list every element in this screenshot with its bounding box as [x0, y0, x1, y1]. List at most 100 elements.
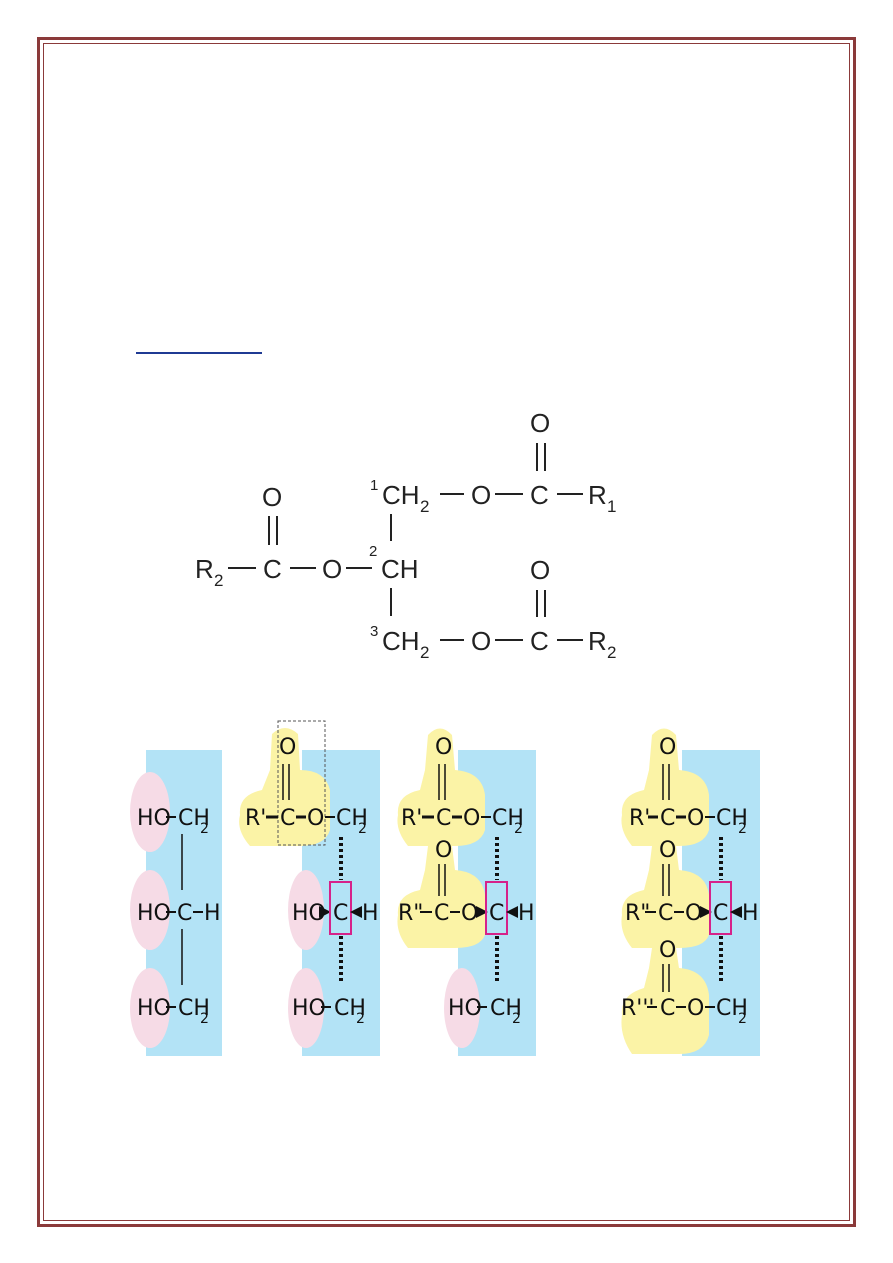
r-group-label: R" — [625, 901, 650, 926]
ester-oxygen-label: O — [463, 806, 480, 831]
carbon-2-number: 2 — [369, 543, 377, 560]
carbonyl-oxygen-left: O — [262, 482, 282, 512]
fatty-acid-blob — [239, 728, 330, 846]
page-border-inner — [43, 43, 850, 1221]
fatty-acid-blob — [621, 846, 709, 948]
methylene-subscript: 2 — [738, 821, 747, 837]
hydroxyl-blob — [444, 968, 480, 1048]
ester-oxygen-bottom: O — [471, 626, 491, 656]
r-group-label: R' — [629, 806, 650, 831]
hydroxyl-blob — [130, 968, 170, 1048]
methylene-subscript: 2 — [514, 821, 523, 837]
methylene-subscript: 2 — [356, 1011, 365, 1027]
carbon-3-number: 3 — [370, 623, 378, 640]
carbonyl-carbon-bottom: C — [530, 626, 549, 656]
carbonyl-oxygen-label: O — [279, 735, 296, 760]
r-group-label: R' — [245, 806, 266, 831]
methylene-label: CH — [492, 806, 524, 831]
chiral-carbon-label: C — [489, 901, 504, 926]
hydroxyl-blob — [288, 870, 324, 950]
panel-triacylglycerol: O R' C O CH 2 O R" C O C H O R''' C O CH — [621, 728, 760, 1056]
carbonyl-oxygen-bottom: O — [530, 555, 550, 585]
panel-diacylglycerol: O R' C O CH 2 O R" C O C H HO CH 2 — [397, 728, 536, 1056]
hydroxyl-label: HO — [137, 996, 171, 1021]
methylene-label: CH — [490, 996, 522, 1021]
carbonyl-carbon-left: C — [263, 554, 282, 584]
carbonyl-oxygen-top: O — [530, 408, 550, 438]
methylene-subscript: 2 — [512, 1011, 521, 1027]
carbonyl-oxygen-label: O — [435, 838, 452, 863]
r-group-bottom: R — [588, 626, 607, 656]
r-group-left-subscript: 2 — [214, 571, 223, 590]
carbonyl-carbon-label: C — [436, 806, 451, 831]
methylene-subscript: 2 — [200, 1011, 209, 1027]
wedge-arrow — [350, 906, 362, 918]
carbon-label: C — [177, 901, 192, 926]
ester-oxygen-left: O — [322, 554, 342, 584]
ester-oxygen-label: O — [687, 806, 704, 831]
methylene-label: CH — [178, 806, 210, 831]
methylene-subscript: 2 — [738, 1011, 747, 1027]
wedge-arrow — [730, 906, 742, 918]
fatty-acid-blob — [621, 728, 709, 846]
ester-oxygen-top: O — [471, 480, 491, 510]
wedge-arrow — [319, 906, 331, 918]
hydrogen-label: H — [742, 901, 759, 926]
r-group-label: R' — [401, 806, 422, 831]
chiral-carbon-label: C — [333, 901, 348, 926]
hydrogen-label: H — [362, 901, 379, 926]
hydroxyl-label: HO — [448, 996, 482, 1021]
wedge-arrow — [506, 906, 518, 918]
hydroxyl-label: HO — [137, 901, 171, 926]
wedge-arrow — [476, 906, 488, 918]
hydroxyl-label: HO — [292, 996, 326, 1021]
carbonyl-carbon-label: C — [280, 806, 295, 831]
methylene-label: CH — [336, 806, 368, 831]
r-group-label: R''' — [621, 996, 654, 1021]
r-group-top-subscript: 1 — [607, 497, 616, 516]
carbonyl-oxygen-label: O — [435, 735, 452, 760]
carbon-1-number: 1 — [370, 477, 378, 494]
carbon-1-subscript: 2 — [420, 497, 429, 516]
chiral-carbon-box — [709, 881, 732, 935]
hydrogen-label: H — [204, 901, 221, 926]
triglyceride-structure: 1 CH 2 O C O R 1 R 2 C O O 2 CH 3 CH 2 O — [195, 408, 616, 662]
carbonyl-carbon-label: C — [660, 806, 675, 831]
carbonyl-carbon-top: C — [530, 480, 549, 510]
r-group-bottom-subscript: 2 — [607, 643, 616, 662]
fatty-acid-blob — [621, 948, 709, 1054]
carbonyl-carbon-label: C — [658, 901, 673, 926]
wedge-arrow — [700, 906, 712, 918]
ester-oxygen-label: O — [685, 901, 702, 926]
r-group-label: R" — [398, 901, 423, 926]
carbonyl-oxygen-label: O — [659, 838, 676, 863]
methylene-label: CH — [716, 806, 748, 831]
carbonyl-oxygen-label: O — [659, 938, 676, 963]
carbonyl-carbon-label: C — [434, 901, 449, 926]
chiral-carbon-box — [485, 881, 508, 935]
hydrogen-label: H — [518, 901, 535, 926]
heading-underline — [136, 352, 262, 354]
ester-oxygen-label: O — [461, 901, 478, 926]
hydroxyl-blob — [130, 772, 170, 852]
ester-link-box — [277, 720, 326, 846]
page-border-outer — [37, 37, 856, 1227]
panel-glycerol: HO CH 2 HO C H HO CH 2 — [130, 750, 222, 1056]
fatty-acid-blob — [397, 728, 485, 846]
methylene-subscript: 2 — [358, 821, 367, 837]
hydroxyl-label: HO — [137, 806, 171, 831]
panel-monoacylglycerol: O R' C O CH 2 HO C H HO CH 2 — [239, 720, 380, 1056]
carbon-2-label: CH — [381, 554, 419, 584]
ester-oxygen-label: O — [687, 996, 704, 1021]
fatty-acid-blob — [397, 846, 485, 948]
hydroxyl-blob — [130, 870, 170, 950]
r-group-left: R — [195, 554, 214, 584]
hydroxyl-blob — [288, 968, 324, 1048]
carbon-1-label: CH — [382, 480, 420, 510]
methylene-label: CH — [716, 996, 748, 1021]
chiral-carbon-box — [329, 881, 352, 935]
carbonyl-carbon-label: C — [660, 996, 675, 1021]
chiral-carbon-label: C — [713, 901, 728, 926]
carbon-3-subscript: 2 — [420, 643, 429, 662]
